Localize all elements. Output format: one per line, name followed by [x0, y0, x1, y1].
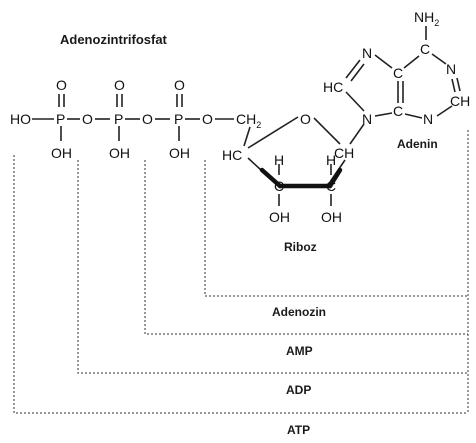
atom-hc-c4: HC	[222, 147, 242, 163]
svg-text:ADP: ADP	[286, 383, 311, 397]
atom-c3: C	[274, 178, 284, 194]
adenine-base: N HC N C C C NH2 N CH N	[323, 9, 470, 127]
svg-text:ATP: ATP	[287, 423, 310, 437]
atom-ch2: CH2	[236, 111, 261, 130]
svg-text:Adenozin: Adenozin	[272, 305, 326, 319]
svg-text:AMP: AMP	[286, 344, 313, 358]
atom-oh-c2: OH	[321, 209, 342, 225]
phosphate-chain: HO P O P O P O CH2 O O O OH OH OH	[10, 77, 261, 161]
atom-oh-c3: OH	[269, 209, 290, 225]
atom-oh2: OH	[109, 145, 130, 161]
atom-h-c2: H	[326, 152, 336, 168]
atom-o-ring: O	[300, 111, 311, 127]
atom-ho: HO	[10, 111, 31, 127]
atom-p2: P	[114, 111, 123, 127]
diagram-title: Adenozintrifosfat	[60, 32, 168, 47]
bracket-amp: AMP	[144, 160, 468, 358]
atom-n3: N	[423, 111, 433, 127]
atom-n7: N	[362, 45, 372, 61]
atom-o-bridge3: O	[202, 111, 213, 127]
atom-c2: C	[326, 178, 336, 194]
atom-c5: C	[393, 65, 403, 81]
atom-p3: P	[174, 111, 183, 127]
atom-c4: C	[393, 103, 403, 119]
atom-nh2: NH2	[414, 9, 439, 28]
bracket-adp: ADP	[77, 160, 468, 397]
atom-o-top2: O	[114, 77, 125, 93]
atom-o-bridge1: O	[82, 111, 93, 127]
atom-o-top1: O	[56, 77, 67, 93]
atom-oh3: OH	[169, 145, 190, 161]
ribose-ring: HC O CH C C H H OH OH	[222, 111, 354, 225]
atom-p1: P	[56, 111, 65, 127]
atom-h-c3: H	[274, 152, 284, 168]
atom-hc-c8: HC	[323, 79, 343, 95]
bracket-atp: ATP	[13, 155, 468, 437]
atom-c6: C	[420, 41, 430, 57]
atom-o-top3: O	[174, 77, 185, 93]
adenine-label: Adenin	[397, 137, 438, 151]
atom-n1: N	[446, 61, 456, 77]
bracket-adenosine: Adenozin	[204, 160, 468, 319]
atom-oh1: OH	[51, 145, 72, 161]
ribose-label: Riboz	[284, 240, 317, 254]
atom-ch-c1: CH	[334, 145, 354, 161]
atom-ch-c2: CH	[450, 93, 470, 109]
atom-n9: N	[362, 111, 372, 127]
atom-o-bridge2: O	[142, 111, 153, 127]
